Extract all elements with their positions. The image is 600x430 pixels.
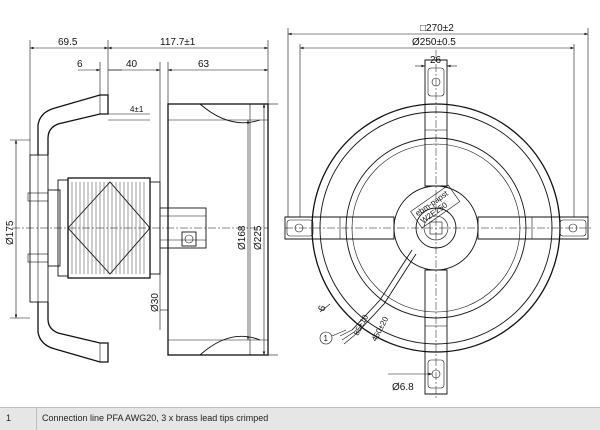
dim-40: 40 (126, 59, 138, 70)
dim-175: Ø175 (5, 220, 16, 245)
legend-text: Connection line PFA AWG20, 3 x brass lea… (42, 413, 269, 423)
dim-30: Ø30 (150, 293, 161, 312)
dim-4: 4±1 (130, 105, 144, 114)
dim-6-side: 6 (77, 59, 83, 70)
legend-separator (36, 408, 37, 430)
legend-number: 1 (6, 413, 12, 423)
legend-row: 1 Connection line PFA AWG20, 3 x brass l… (0, 407, 600, 430)
arm-right (477, 216, 589, 240)
bracket-arm-lower (37, 302, 109, 363)
dim-6-8: Ø6.8 (392, 382, 414, 393)
arm-bottom (424, 269, 448, 395)
side-view: 69.5 117.7±1 6 40 63 4±1 Ø175 Ø168 (5, 37, 278, 363)
arm-left (284, 216, 395, 240)
impeller (167, 103, 269, 356)
motor-rotor (67, 177, 151, 279)
shaft (159, 207, 207, 249)
bracket-arm-upper (37, 94, 109, 155)
dim-69-5: 69.5 (58, 37, 78, 48)
callout-1-label: 1 (324, 334, 329, 343)
dim-6-cable: 6 (316, 304, 328, 313)
dim-168: Ø168 (237, 225, 248, 250)
dim-85: 85±10 (352, 313, 371, 337)
dim-26: 26 (430, 55, 442, 66)
dim-117-7: 117.7±1 (160, 37, 196, 48)
dim-250: Ø250±0.5 (412, 37, 456, 48)
technical-drawing: 69.5 117.7±1 6 40 63 4±1 Ø175 Ø168 (5, 23, 592, 400)
dim-225: Ø225 (253, 225, 264, 250)
callout-1 (319, 331, 333, 345)
dim-270: □270±2 (420, 23, 454, 34)
dim-63: 63 (198, 59, 210, 70)
front-view: ebm-papst W2E250 □270±2 Ø250±0.5 26 6 85… (284, 23, 592, 400)
connection-cable (351, 249, 413, 331)
